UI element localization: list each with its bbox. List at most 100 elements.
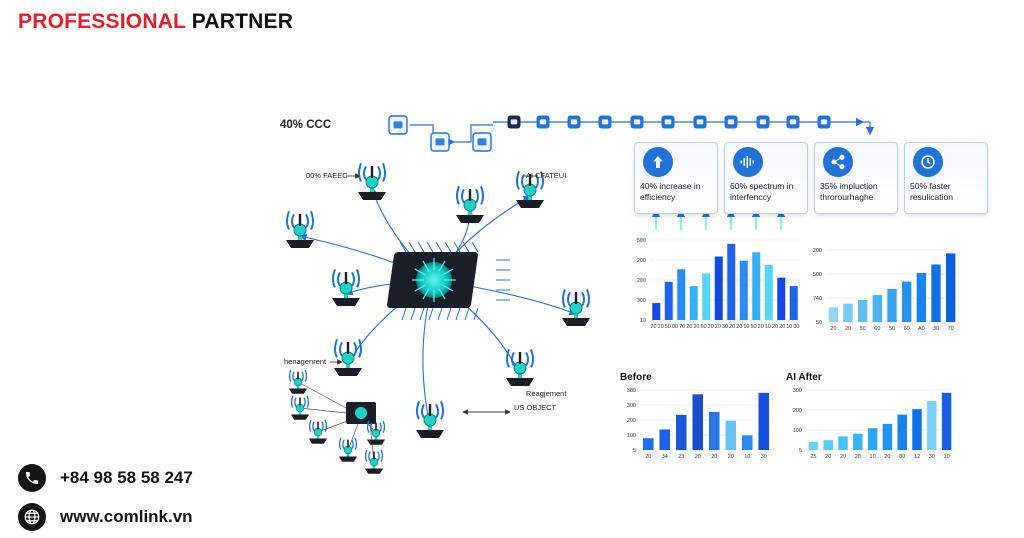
diagram-header-label: 40% CCC <box>280 119 331 131</box>
x-tick-label: 20 <box>645 454 651 460</box>
bar <box>689 286 698 320</box>
x-tick-label: 10 <box>765 324 771 330</box>
x-tick-label: 70 <box>679 324 685 330</box>
phone-icon <box>18 464 46 492</box>
x-tick-label: 20 <box>715 324 721 330</box>
stat-card-resolution: 50% faster resulication <box>904 142 988 214</box>
network-icon <box>567 115 581 129</box>
y-tick-label: 5 <box>799 448 802 454</box>
x-tick-label: 30 <box>761 454 767 460</box>
antenna-tower-icon <box>288 369 308 394</box>
stat-card-spectrum: 60% spectrum in interfenccy <box>724 142 808 214</box>
bar <box>725 420 737 450</box>
bar <box>843 303 853 322</box>
x-tick-label: 10 <box>786 324 792 330</box>
sub-link <box>299 407 347 414</box>
bar <box>867 428 878 450</box>
bar <box>897 414 907 450</box>
bar <box>739 260 748 320</box>
y-tick-label: 200 <box>637 258 646 264</box>
sub-link <box>347 423 359 451</box>
x-tick-label: 30 <box>722 324 728 330</box>
stat-card-text: 40% increase in efficiency <box>640 181 701 202</box>
bar <box>828 307 839 322</box>
bar <box>945 253 956 322</box>
bar <box>872 295 883 322</box>
bar <box>916 273 927 322</box>
bar <box>664 281 673 320</box>
label-top-left: 00% FAEEC <box>306 171 348 180</box>
bar <box>659 429 671 450</box>
contact-phone[interactable]: +84 98 58 58 247 <box>18 464 193 492</box>
bar <box>927 401 937 450</box>
antenna-tower-icon <box>338 437 358 462</box>
x-tick-label: 20 <box>729 324 735 330</box>
x-tick-label: 30 <box>929 454 935 460</box>
x-tick-label: 20 <box>695 454 701 460</box>
bar <box>823 440 833 450</box>
arrow-up-icon <box>643 147 673 177</box>
contact-website[interactable]: www.comlink.vn <box>18 503 193 531</box>
x-tick-label: 50 <box>889 326 895 332</box>
x-tick-label: 50 <box>860 326 866 332</box>
label-top-right: AI CFATEUI <box>526 171 566 180</box>
y-tick-label: 740 <box>813 296 822 302</box>
antenna-tower-icon <box>334 339 362 376</box>
bar <box>675 414 687 450</box>
x-tick-label: 25 <box>810 454 816 460</box>
y-tick-label: 200 <box>637 278 646 284</box>
sub-processor-chip <box>346 402 376 424</box>
y-tick-label: 10 <box>640 318 646 324</box>
bar <box>808 441 819 450</box>
y-tick-label: 100 <box>793 428 802 434</box>
bar <box>887 288 897 322</box>
sub-link <box>297 381 347 409</box>
screen-icon <box>661 115 675 129</box>
y-tick-label: 300 <box>637 298 646 304</box>
bar <box>758 392 770 450</box>
bar <box>642 438 654 450</box>
x-tick-label: 00 <box>672 324 678 330</box>
x-tick-label: 10 <box>944 454 950 460</box>
x-tick-label: 20 <box>711 454 717 460</box>
sub-link <box>317 419 351 433</box>
label-left-mid: henagenrent <box>284 357 327 366</box>
y-tick-label: 500 <box>637 238 646 244</box>
diamond-icon <box>693 115 707 129</box>
speedometer-icon <box>756 115 770 129</box>
x-tick-label: 10 <box>744 454 750 460</box>
x-tick-label: 60 <box>874 326 880 332</box>
antenna-tower-icon <box>516 171 544 208</box>
x-tick-label: A0 <box>918 326 925 332</box>
stat-card-efficiency: 40% increase in efficiency <box>634 142 718 214</box>
stat-card-throughput: 35% impluction throrourhaghe <box>814 142 898 214</box>
antenna-tower-icon <box>358 163 386 200</box>
bar <box>882 423 893 450</box>
antenna-tower-icon <box>290 395 310 420</box>
x-tick-label: 20 <box>772 324 778 330</box>
website-url: www.comlink.vn <box>60 507 193 526</box>
x-tick-label: 50 <box>751 324 757 330</box>
user-icon <box>430 132 450 152</box>
x-tick-label: 20 <box>830 326 836 332</box>
network-illustration: 40% CCC 00% FAEEC AI CFATEUI hen <box>258 70 1006 490</box>
antenna-nodes <box>286 163 590 474</box>
x-tick-label: 20 <box>693 324 699 330</box>
y-tick-label: 200 <box>793 408 802 414</box>
bar <box>764 264 773 320</box>
pipeline-flow <box>388 115 875 152</box>
x-tick-label: 70 <box>948 326 954 332</box>
antenna-tower-icon <box>366 420 386 445</box>
y-tick-label: 200 <box>627 418 636 424</box>
y-tick-label: 500 <box>813 272 822 278</box>
bar <box>708 411 720 450</box>
bar <box>853 433 863 450</box>
antenna-tower-icon <box>416 401 444 438</box>
x-tick-label: 20 <box>658 324 664 330</box>
clipboard-icon <box>472 132 492 152</box>
x-tick-label: 80 <box>899 454 905 460</box>
x-tick-label: 20 <box>758 324 764 330</box>
x-tick-label: 30 <box>933 326 939 332</box>
